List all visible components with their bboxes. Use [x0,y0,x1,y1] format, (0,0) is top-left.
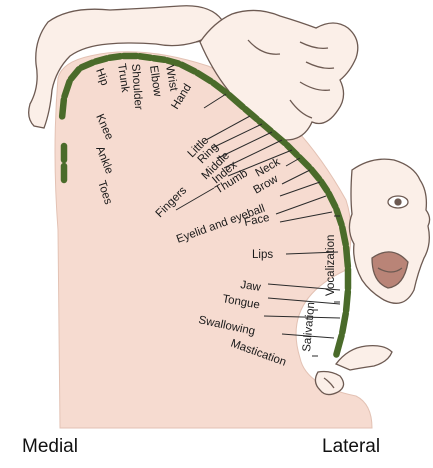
cortex-segment [81,63,92,68]
cortex-segment [154,58,165,60]
cortex-segment [96,58,107,61]
cortex-segment [62,100,64,117]
cortex-segment [168,60,179,63]
cortex-segment [342,314,345,333]
cortex-segment [346,292,348,311]
face-figure [349,159,429,303]
label-vocalization: Vocalization [325,235,337,296]
cortex-segment [346,248,348,267]
tongue-figure [315,346,392,395]
label-lips: Lips [252,249,273,261]
cortex-segment [342,228,345,245]
caption-lateral: Lateral [322,436,380,458]
caption-medial: Medial [22,436,78,458]
cortex-segment [336,336,341,355]
label-salivation: Salivation [301,302,317,353]
cortex-segment [140,56,151,58]
cortex-segment [110,56,121,58]
